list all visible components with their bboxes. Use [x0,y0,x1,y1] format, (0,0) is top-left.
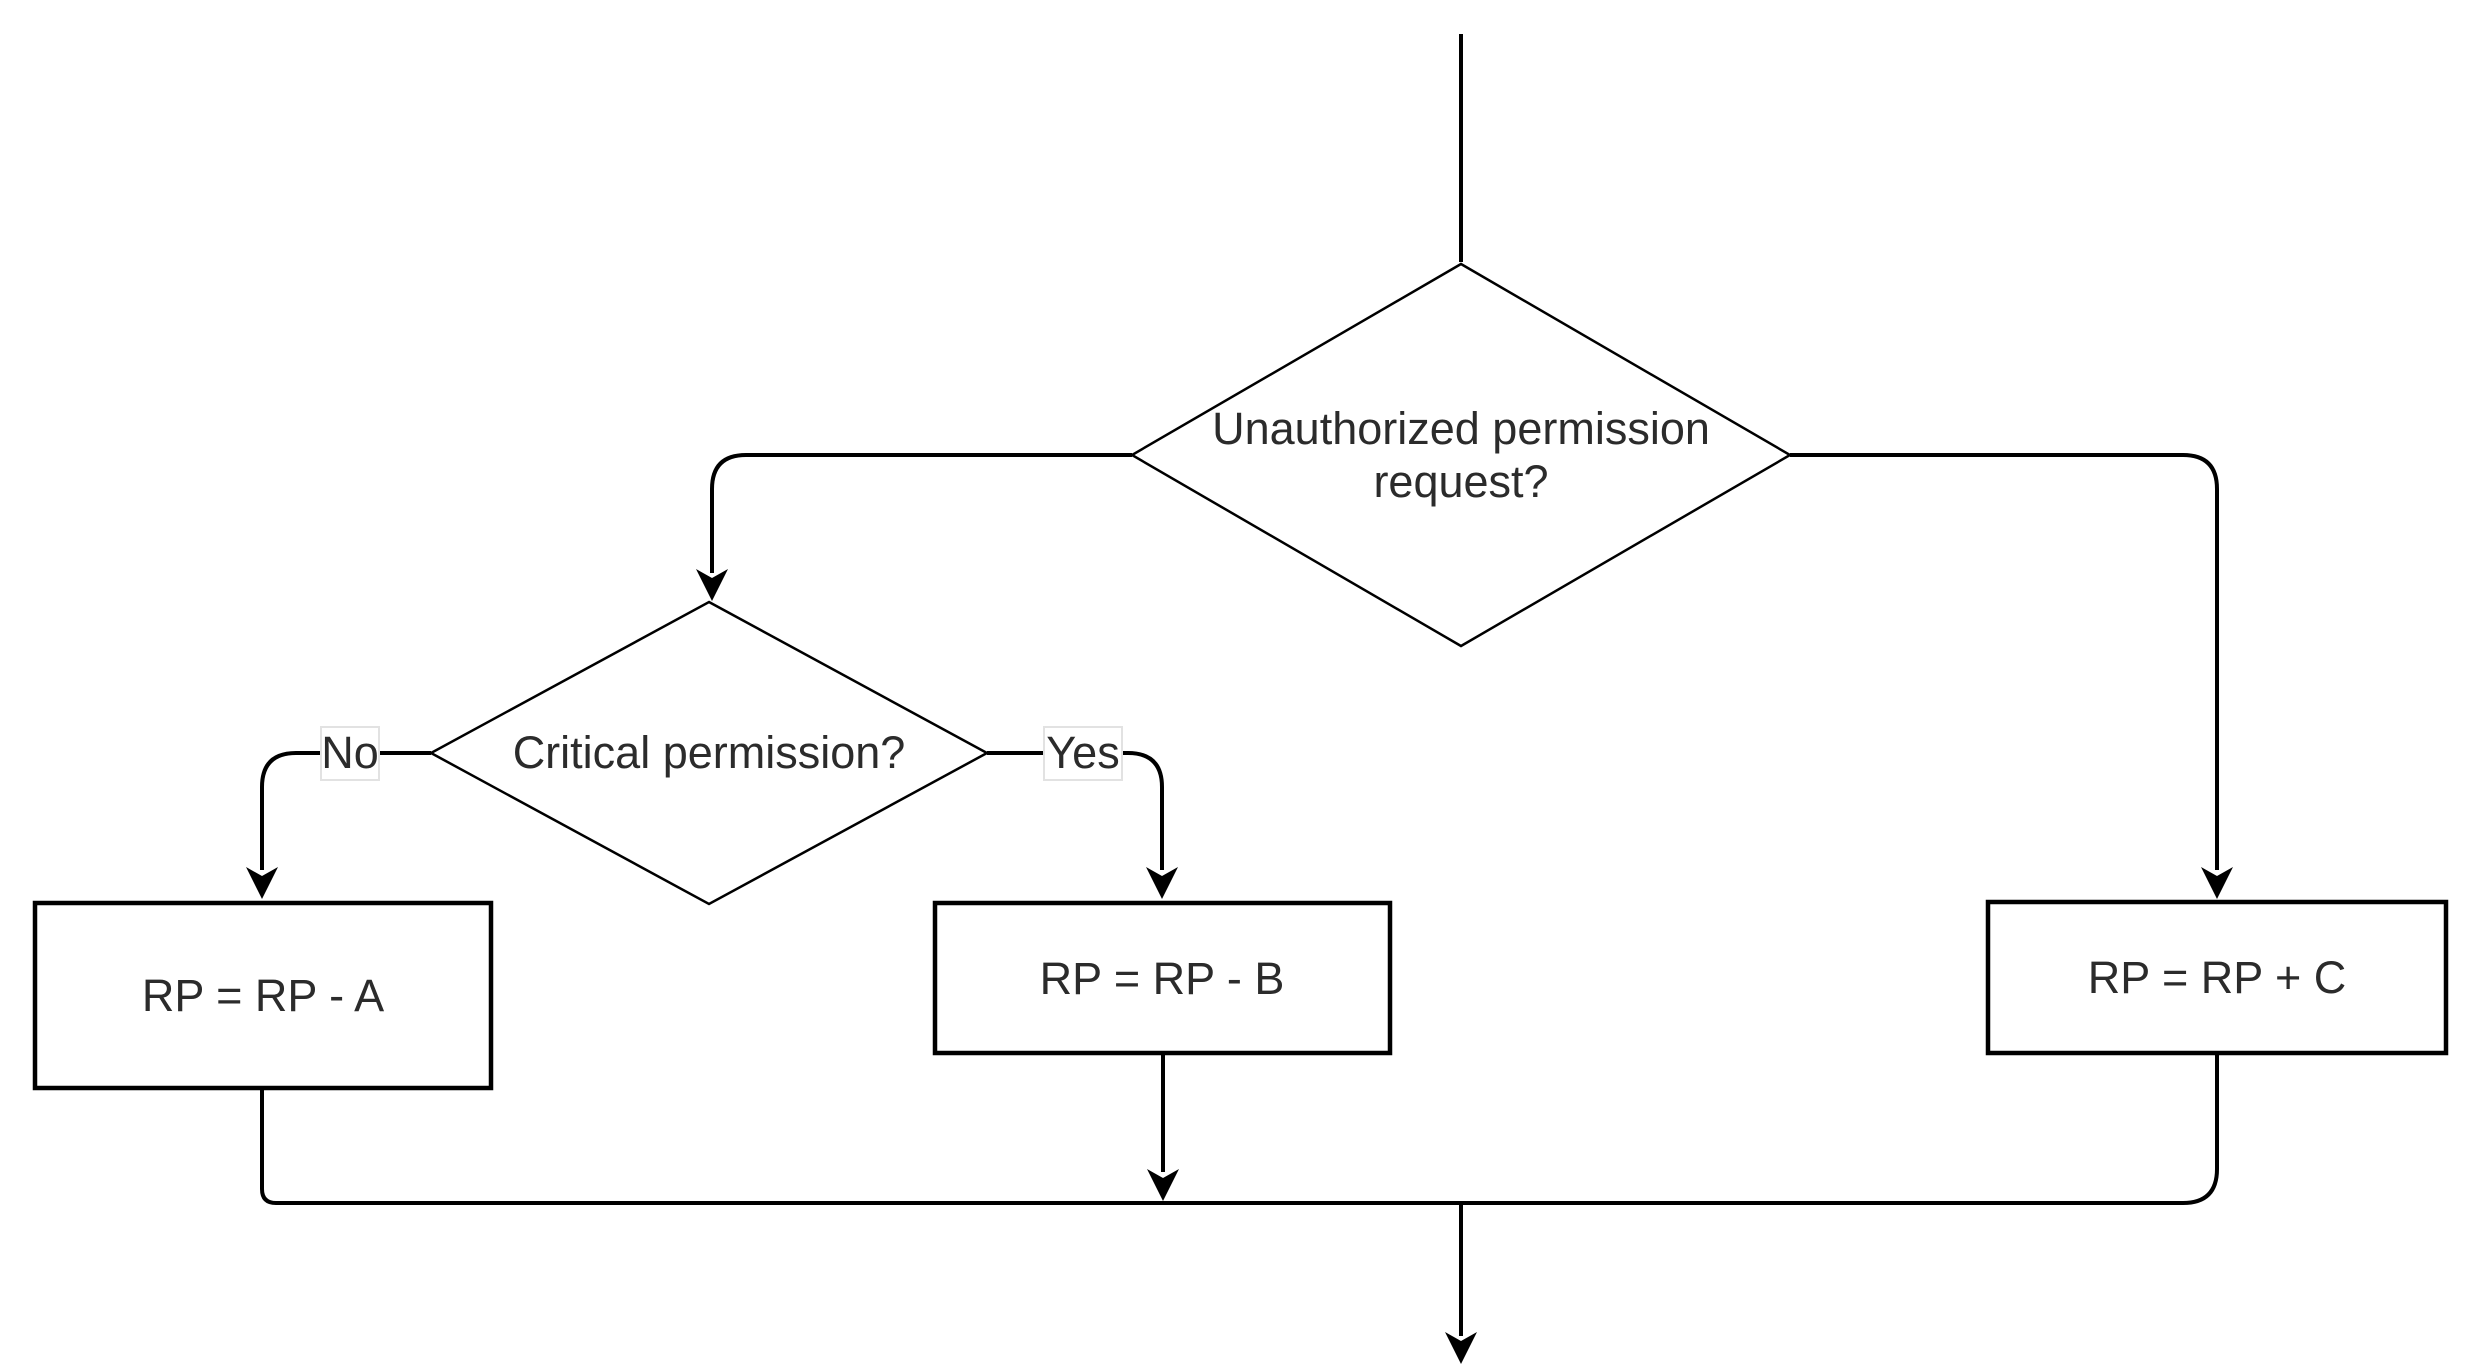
decision-critical-shape [428,600,990,906]
arrowhead-into-box-b [1146,867,1178,899]
edge-label-yes-text: Yes [1046,727,1119,778]
node-decision-unauthorized: Unauthorized permission request? [1129,262,1793,648]
edge-label-yes-background [1043,726,1123,781]
arrowhead-box-b-to-merge [1147,1169,1179,1201]
edge-decision1-to-decision2 [710,453,1132,573]
process-rp-minus-b-shape [932,900,1393,1056]
edges [246,34,2233,1364]
arrowhead-into-decision2 [696,569,728,601]
edge-label-yes: Yes [1043,726,1123,781]
edge-box-a-to-merge [260,1089,277,1205]
process-rp-minus-a-label: RP = RP - A [142,970,384,1021]
edge-yes-branch [987,751,1164,870]
arrowhead-exit-bottom [1445,1332,1477,1364]
decision-unauthorized-shape [1129,262,1793,648]
node-process-rp-minus-b: RP = RP - B [932,900,1393,1056]
edge-box-c-to-merge [2182,1053,2219,1205]
edge-label-no-background [320,726,380,781]
decision-unauthorized-label-line2: request? [1373,456,1548,507]
process-rp-plus-c-shape [1985,899,2449,1056]
arrowhead-into-box-a [246,867,278,899]
edge-label-no: No [320,726,380,781]
edge-label-no-text: No [321,727,379,778]
arrowhead-into-box-c [2201,867,2233,899]
decision-unauthorized-label-line1: Unauthorized permission [1212,403,1710,454]
node-process-rp-plus-c: RP = RP + C [1985,899,2449,1056]
edge-decision1-to-box-c [1790,453,2219,870]
edge-no-branch [260,751,431,870]
process-rp-minus-a-shape [32,900,494,1091]
node-decision-critical: Critical permission? [428,600,990,906]
node-process-rp-minus-a: RP = RP - A [32,900,494,1091]
process-rp-plus-c-label: RP = RP + C [2088,952,2346,1003]
process-rp-minus-b-label: RP = RP - B [1040,953,1285,1004]
decision-critical-label: Critical permission? [513,727,906,778]
